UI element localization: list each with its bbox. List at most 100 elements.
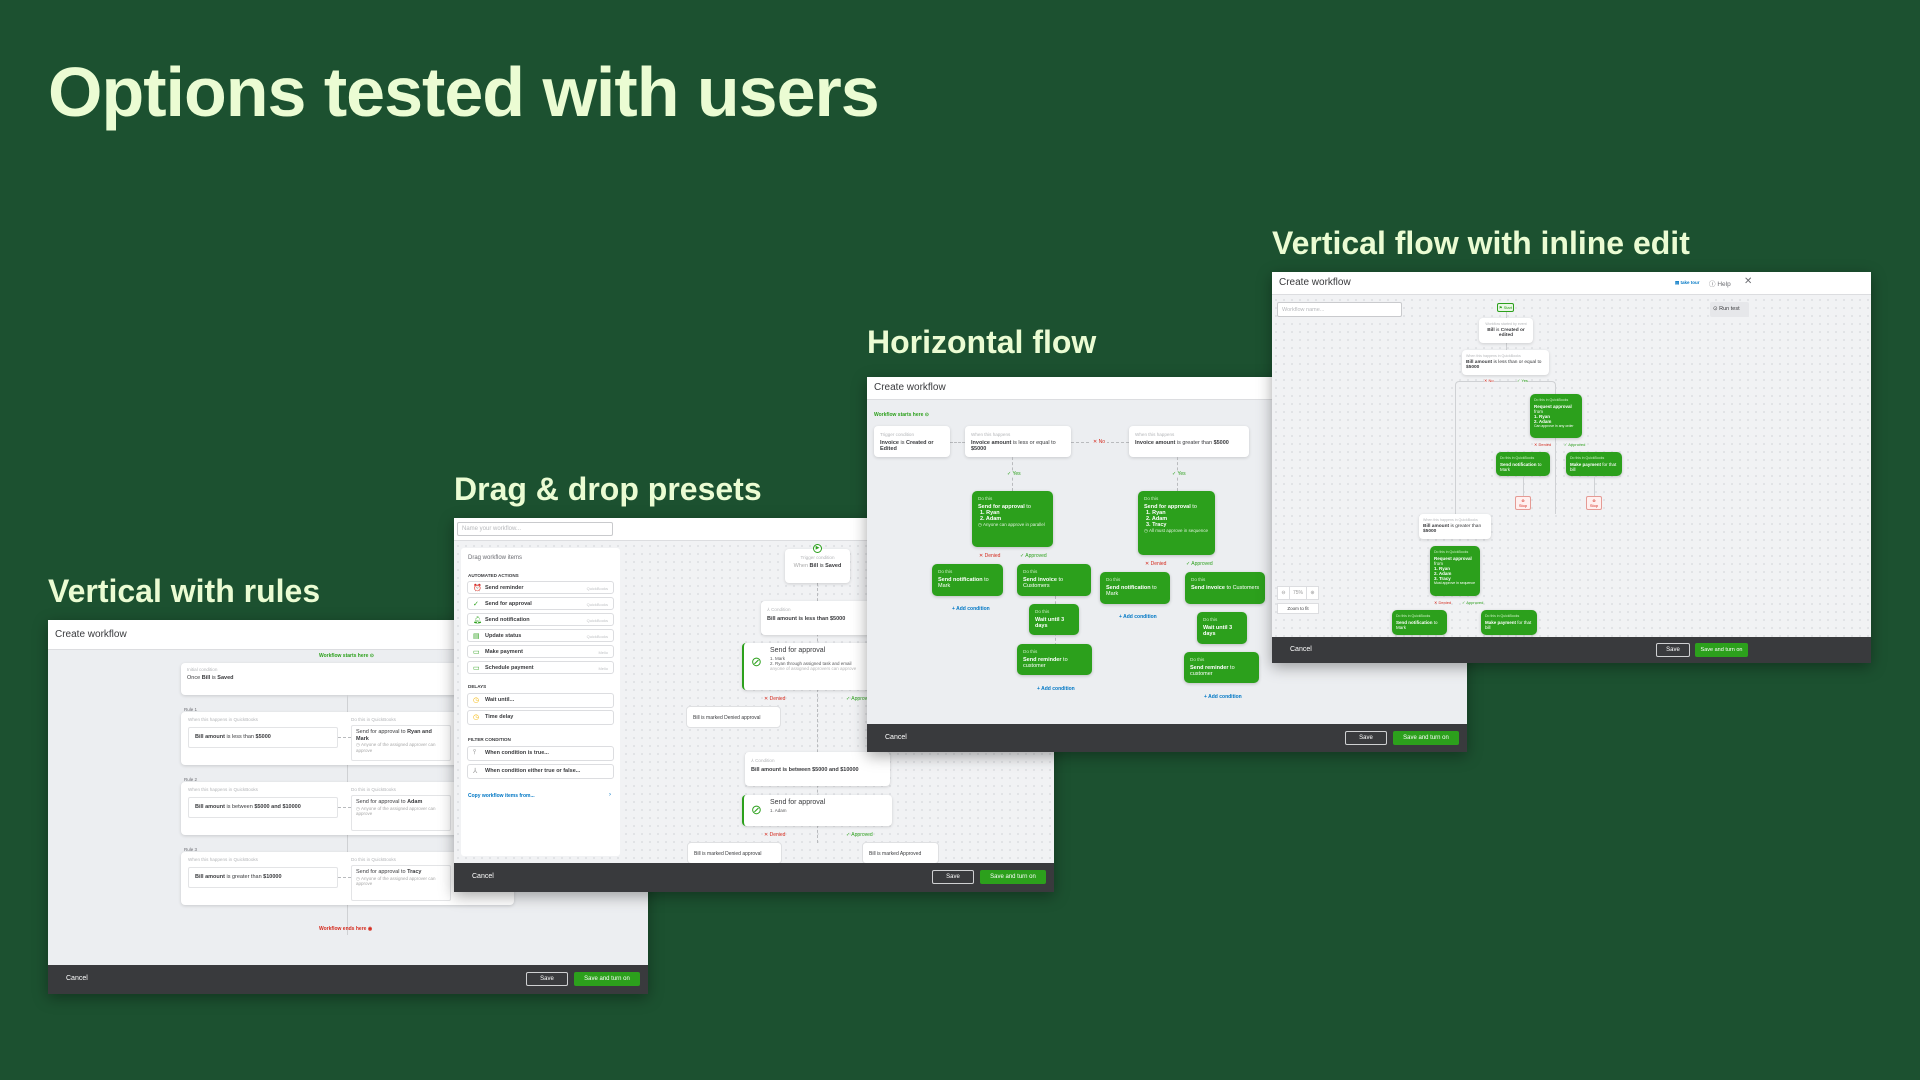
pin-icon: ⫯ <box>473 749 477 756</box>
play-icon[interactable]: ▶ <box>813 544 822 553</box>
item-condition-either[interactable]: ⅄When condition either true or false... <box>467 764 614 779</box>
t: Send invoice <box>1191 585 1225 591</box>
check-circle-icon: ✓ <box>473 601 479 608</box>
item-time-delay[interactable]: ◷Time delay <box>467 710 614 725</box>
item-condition-true[interactable]: ⫯ When condition is true... <box>467 746 614 761</box>
payment-icon: ▭ <box>473 649 480 656</box>
t: Saved <box>825 563 842 569</box>
cancel-button[interactable]: Cancel <box>472 873 494 880</box>
t: is less or equal to <box>1011 440 1056 446</box>
cancel-button[interactable]: Cancel <box>66 975 88 982</box>
denied-result-card[interactable]: Bill is marked Denied approval <box>687 842 782 864</box>
t: to Mark <box>938 577 989 589</box>
close-icon[interactable]: ✕ <box>1744 276 1753 287</box>
add-condition-button[interactable]: + Add condition <box>1119 614 1157 620</box>
condition-field[interactable]: Bill amount is between $5000 and $10000 <box>188 797 338 818</box>
t: is <box>898 440 906 446</box>
zoom-to-fit-button[interactable]: Zoom to fit <box>1277 603 1319 614</box>
save-and-turn-on-button[interactable]: Save and turn on <box>980 870 1046 884</box>
condition-field[interactable]: Bill amount is greater than $10000 <box>188 867 338 888</box>
t: When condition is true... <box>485 750 549 756</box>
condition-field[interactable]: Bill amount is less than $5000 <box>188 727 338 748</box>
save-button[interactable]: Save <box>1345 731 1387 745</box>
inline-edit-window: Create workflow ▤ take tour ⓘ Help ✕ Wor… <box>1272 272 1871 663</box>
add-condition-button[interactable]: + Add condition <box>1037 686 1075 692</box>
stop-badge[interactable]: ⊗ Stop <box>1586 496 1602 510</box>
approver-note: ◷ Anyone of the assigned approver can ap… <box>356 742 436 753</box>
item-wait-until[interactable]: ◷Wait until... <box>467 693 614 708</box>
chevron-right-icon[interactable]: › <box>609 792 611 798</box>
t: QuickBooks <box>586 602 608 607</box>
t: 2. Adam <box>1146 516 1168 522</box>
add-condition-button[interactable]: + Add condition <box>1204 694 1242 700</box>
save-button[interactable]: Save <box>932 870 974 884</box>
save-button[interactable]: Save <box>526 972 568 986</box>
denied-result-card[interactable]: Bill is marked Denied approval <box>686 706 781 728</box>
take-tour-link[interactable]: ▤ take tour <box>1675 280 1700 285</box>
t: QuickBooks <box>586 634 608 639</box>
cancel-button[interactable]: Cancel <box>1290 646 1312 653</box>
zoom-out-icon[interactable]: ⊖ <box>1278 587 1290 599</box>
timer-icon: ◷ <box>473 714 480 721</box>
run-test-button[interactable]: ⊙ Run test <box>1710 302 1749 317</box>
start-text: Workflow starts here <box>319 653 369 659</box>
stop-badge[interactable]: ⊗ Stop <box>1515 496 1531 510</box>
approved-label: ✓ Approved <box>1564 442 1586 447</box>
save-and-turn-on-button[interactable]: Save and turn on <box>574 972 640 986</box>
page-title: Options tested with users <box>48 53 880 131</box>
help-button[interactable]: ⓘ Help <box>1709 278 1731 288</box>
save-and-turn-on-button[interactable]: Save and turn on <box>1393 731 1459 745</box>
t: Must approve in sequence <box>1434 581 1476 585</box>
add-condition-button[interactable]: + Add condition <box>952 606 990 612</box>
t: is greater than <box>1175 440 1214 446</box>
copy-items-link[interactable]: Copy workflow items from... <box>468 793 535 799</box>
action-field[interactable]: Send for approval to Adam◷ Anyone of the… <box>351 795 451 831</box>
t: for that bill <box>1570 462 1617 472</box>
approved-result-card[interactable]: Bill is marked Approved <box>862 842 939 864</box>
action-field[interactable]: Send for approval to Tracy◷ Anyone of th… <box>351 865 451 901</box>
t: Do this <box>1144 496 1159 501</box>
t: Send for approval <box>356 729 400 735</box>
t: Invoice <box>880 440 899 446</box>
workflow-name-input[interactable]: Workflow name... <box>1277 302 1402 317</box>
zoom-in-icon[interactable]: ⊕ <box>1306 587 1318 599</box>
t: is <box>210 675 218 681</box>
t: is less than <box>224 734 256 740</box>
approval-card[interactable]: ⊘ Send for approval 1. Adam <box>742 795 892 826</box>
action-field[interactable]: Send for approval to Ryan and Mark◷ Anyo… <box>351 725 451 761</box>
save-and-turn-on-button[interactable]: Save and turn on <box>1695 643 1748 657</box>
workflow-name-input[interactable]: Name your workflow... <box>457 522 613 536</box>
save-button[interactable]: Save <box>1656 643 1690 657</box>
cancel-button[interactable]: Cancel <box>885 734 907 741</box>
